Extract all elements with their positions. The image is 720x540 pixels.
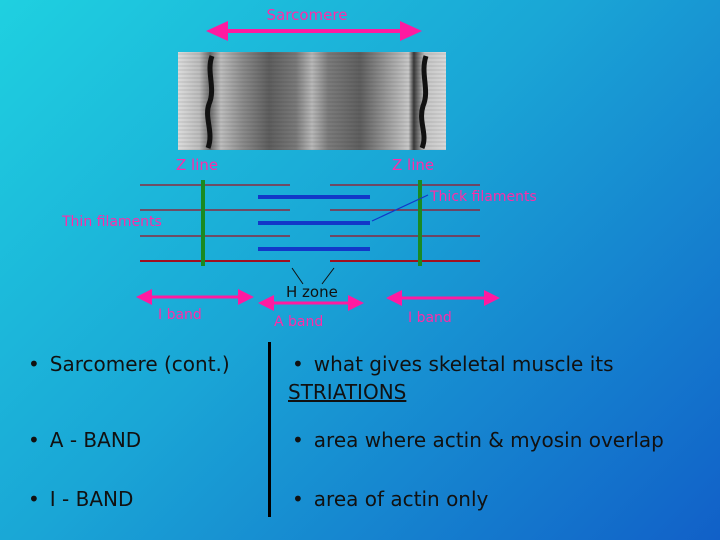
a-band-label: A band	[274, 314, 323, 330]
row-sarcomere-term: • Sarcomere (cont.)	[28, 352, 230, 376]
desc-text: what gives skeletal muscle its	[313, 352, 614, 376]
z-line-left-label: Z line	[176, 156, 218, 174]
h-zone-label: H zone	[286, 283, 338, 301]
micrograph-image	[178, 52, 446, 150]
i-band-right-label: I band	[408, 310, 452, 326]
i-band-right-arrow	[386, 290, 500, 306]
thick-filaments-label: Thick filaments	[429, 189, 537, 205]
term-text: A - BAND	[49, 428, 142, 452]
desc-text: area of actin only	[313, 487, 489, 511]
i-band-left-arrow	[136, 289, 254, 305]
thick-filaments	[258, 195, 370, 251]
thin-filaments	[140, 184, 480, 262]
sarcomere-diagram: Sarcomere Z line Z line Thick filaments …	[61, 6, 537, 330]
term-text: I - BAND	[49, 487, 134, 511]
h-zone-pointers	[291, 267, 335, 285]
row-a-band-term: • A - BAND	[28, 428, 141, 452]
column-divider	[268, 342, 271, 517]
bullet-icon: •	[28, 487, 40, 511]
i-band-left-label: I band	[158, 307, 202, 323]
bullet-icon: •	[292, 352, 304, 376]
bullet-icon: •	[28, 352, 40, 376]
z-lines	[201, 180, 422, 266]
thick-filaments-pointer	[371, 194, 429, 222]
bullet-icon: •	[292, 428, 304, 452]
bullet-icon: •	[292, 487, 304, 511]
sarcomere-label: Sarcomere	[267, 6, 348, 24]
row-a-band-desc: • area where actin & myosin overlap	[292, 428, 664, 452]
thin-filaments-label: Thin filaments	[61, 214, 162, 230]
striations-text: STRIATIONS	[288, 380, 407, 404]
z-line-right-label: Z line	[392, 156, 434, 174]
a-band-arrow	[258, 295, 364, 311]
bullet-icon: •	[28, 428, 40, 452]
row-i-band-desc: • area of actin only	[292, 487, 488, 511]
sarcomere-arrow	[206, 21, 422, 41]
row-sarcomere-desc: • what gives skeletal muscle its	[292, 352, 614, 376]
row-i-band-term: • I - BAND	[28, 487, 133, 511]
term-text: Sarcomere (cont.)	[49, 352, 230, 376]
desc-text: area where actin & myosin overlap	[313, 428, 664, 452]
